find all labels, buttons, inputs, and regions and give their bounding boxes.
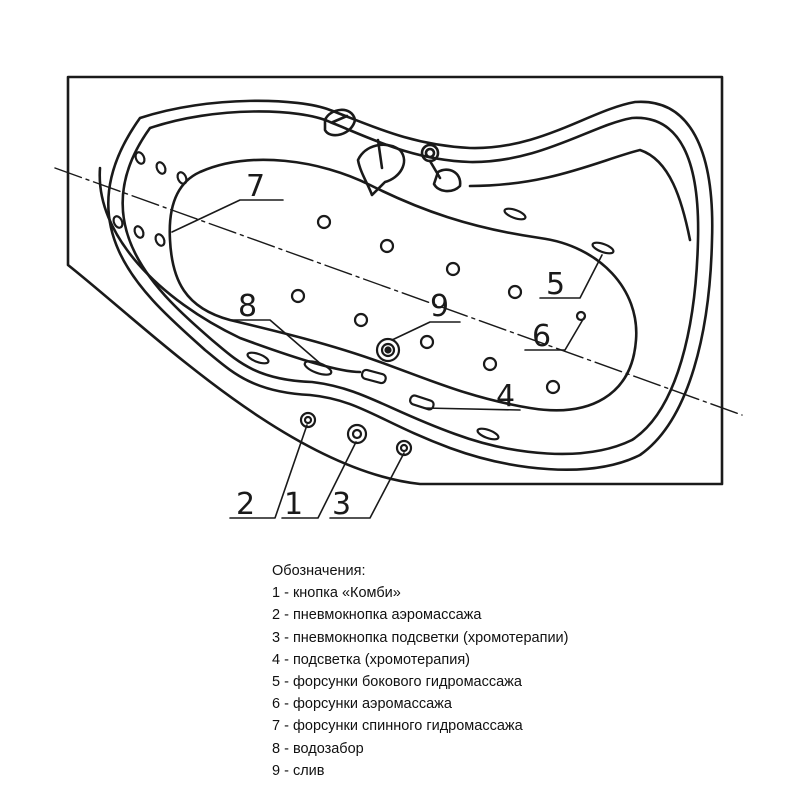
legend-item: 9 - слив — [272, 762, 325, 779]
side-jets — [246, 207, 615, 441]
legend: Обозначения: 1 - кнопка «Комби» 2 - пнев… — [272, 560, 772, 782]
legend-item: 8 - водозабор — [272, 740, 364, 757]
bathtub-outline — [66, 75, 724, 486]
bathtub-drawing: 7 8 9 5 6 4 2 1 3 — [54, 75, 743, 522]
legend-item: 7 - форсунки спинного гидромассажа — [272, 718, 523, 735]
callout-3: 3 — [332, 487, 351, 522]
legend-item: 5 - форсунки бокового гидромассажа — [272, 674, 522, 691]
callout-8: 8 — [238, 289, 257, 324]
callout-5: 5 — [546, 267, 565, 302]
legend-item: 1 - кнопка «Комби» — [272, 585, 401, 602]
callout-numbers: 7 8 9 5 6 4 2 1 3 — [236, 169, 565, 522]
legend-item: 4 - подсветка (хромотерапия) — [272, 651, 471, 668]
legend-item: 2 - пневмокнопка аэромассажа — [272, 607, 482, 624]
callout-1: 1 — [284, 487, 303, 522]
back-jets — [112, 151, 188, 247]
chromotherapy-lights — [360, 368, 435, 411]
headrest-left — [323, 108, 357, 137]
legend-title: Обозначения: — [272, 563, 366, 579]
drain — [375, 337, 401, 363]
callout-2: 2 — [236, 487, 255, 522]
callout-7: 7 — [246, 169, 265, 204]
bathtub-step-line — [98, 166, 362, 374]
bathtub-step-line-right — [468, 148, 692, 242]
bathtub-basin — [168, 158, 638, 412]
legend-item: 6 - форсунки аэромассажа — [272, 696, 452, 713]
callout-4: 4 — [496, 379, 515, 414]
axis-line — [54, 167, 743, 416]
callout-6: 6 — [532, 319, 551, 354]
air-nozzles — [290, 214, 587, 395]
legend-item: 3 - пневмокнопка подсветки (хромотерапии… — [272, 629, 569, 646]
callout-9: 9 — [430, 289, 449, 324]
bathtub-rim-outer — [107, 99, 714, 471]
headrest-right — [420, 143, 462, 193]
headrest-center — [356, 138, 406, 197]
leader-lines — [171, 199, 603, 519]
buttons — [299, 411, 413, 457]
